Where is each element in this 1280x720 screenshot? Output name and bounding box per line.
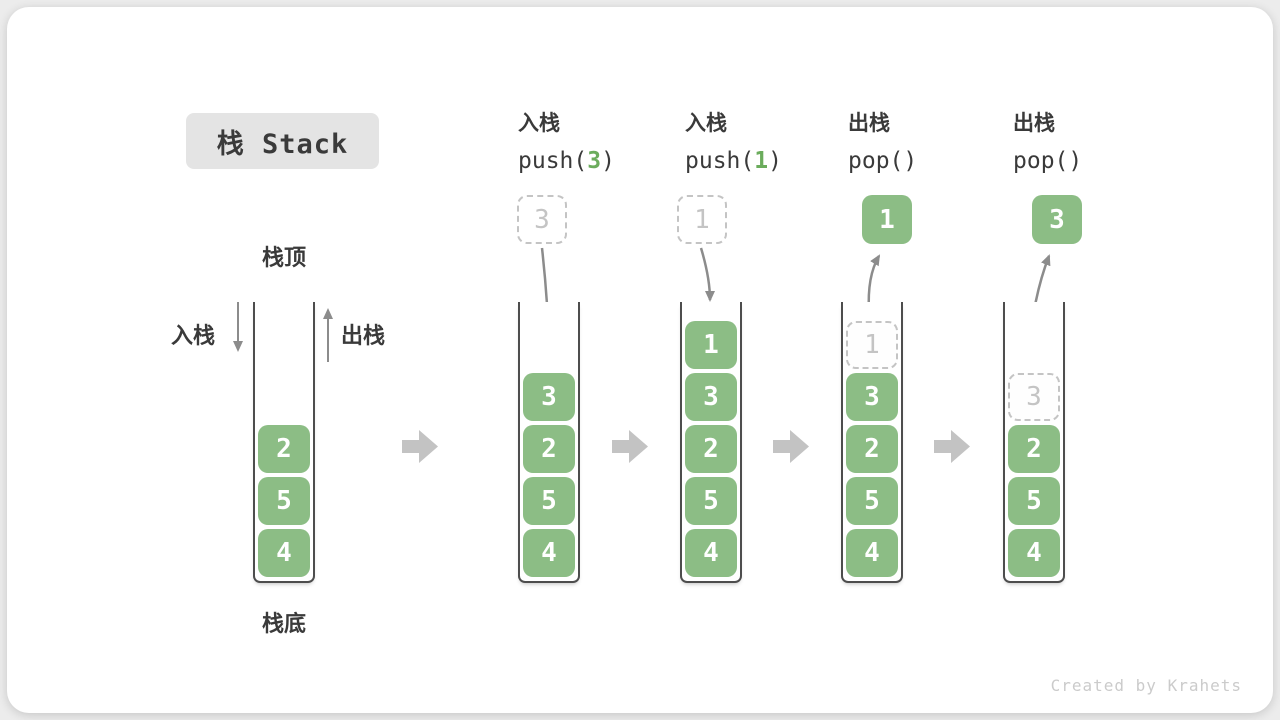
stack-cell-1: 1 — [685, 321, 737, 369]
stack-cell-4: 4 — [685, 529, 737, 577]
stack-top-label: 栈顶 — [261, 245, 306, 270]
title-text: 栈 Stack — [216, 128, 349, 160]
stack-cell-4: 4 — [846, 529, 898, 577]
credit-text: Created by Krahets — [1050, 676, 1242, 695]
step-arrow-3 — [773, 430, 809, 463]
step-arrow-1 — [402, 430, 438, 463]
push-1-arrow — [699, 247, 715, 302]
operation-header-push-3: 入栈 push(3) — [518, 107, 668, 174]
operation-header-pop-1: 出栈 pop() — [848, 107, 998, 174]
stack-cell-5: 5 — [523, 477, 575, 525]
stack-cell-2: 2 — [846, 425, 898, 473]
stack-cell-2: 2 — [258, 425, 310, 473]
operation-name: 入栈 — [518, 112, 560, 135]
stack-cell-5: 5 — [685, 477, 737, 525]
ghost-cell-1: 1 — [846, 321, 898, 369]
step-arrow-4 — [934, 430, 970, 463]
stack-cell-4: 4 — [258, 529, 310, 577]
operation-header-pop-3: 出栈 pop() — [1013, 107, 1163, 174]
stack-cell-2: 2 — [685, 425, 737, 473]
stack-cell-2: 2 — [523, 425, 575, 473]
operation-code: pop() — [848, 148, 918, 174]
stack-cell-4: 4 — [523, 529, 575, 577]
stack-bottom-label: 栈底 — [261, 611, 306, 636]
stack-cell-5: 5 — [846, 477, 898, 525]
stack-cell-3: 3 — [523, 373, 575, 421]
incoming-value-box-3: 3 — [517, 195, 567, 244]
stack-cell-3: 3 — [846, 373, 898, 421]
popped-value-box-3: 3 — [1032, 195, 1082, 244]
operation-name: 出栈 — [848, 112, 890, 135]
popped-value-box-1: 1 — [862, 195, 912, 244]
incoming-value-box-1: 1 — [677, 195, 727, 244]
operation-code: push(3) — [518, 148, 615, 174]
operation-arg: 1 — [754, 148, 769, 174]
step-arrow-2 — [612, 430, 648, 463]
ghost-cell-3: 3 — [1008, 373, 1060, 421]
operation-header-push-1: 入栈 push(1) — [685, 107, 835, 174]
stack-cell-5: 5 — [1008, 477, 1060, 525]
stack-cell-4: 4 — [1008, 529, 1060, 577]
stack-cell-3: 3 — [685, 373, 737, 421]
push-side-label: 入栈 — [171, 323, 216, 348]
operation-code: push(1) — [685, 148, 782, 174]
stack-cell-5: 5 — [258, 477, 310, 525]
pop-side-label: 出栈 — [341, 323, 386, 348]
operation-name: 出栈 — [1013, 112, 1055, 135]
stack-cell-2: 2 — [1008, 425, 1060, 473]
operation-name: 入栈 — [685, 112, 727, 135]
operation-code: pop() — [1013, 148, 1083, 174]
operation-arg: 3 — [587, 148, 602, 174]
title-badge: 栈 Stack — [186, 113, 379, 169]
